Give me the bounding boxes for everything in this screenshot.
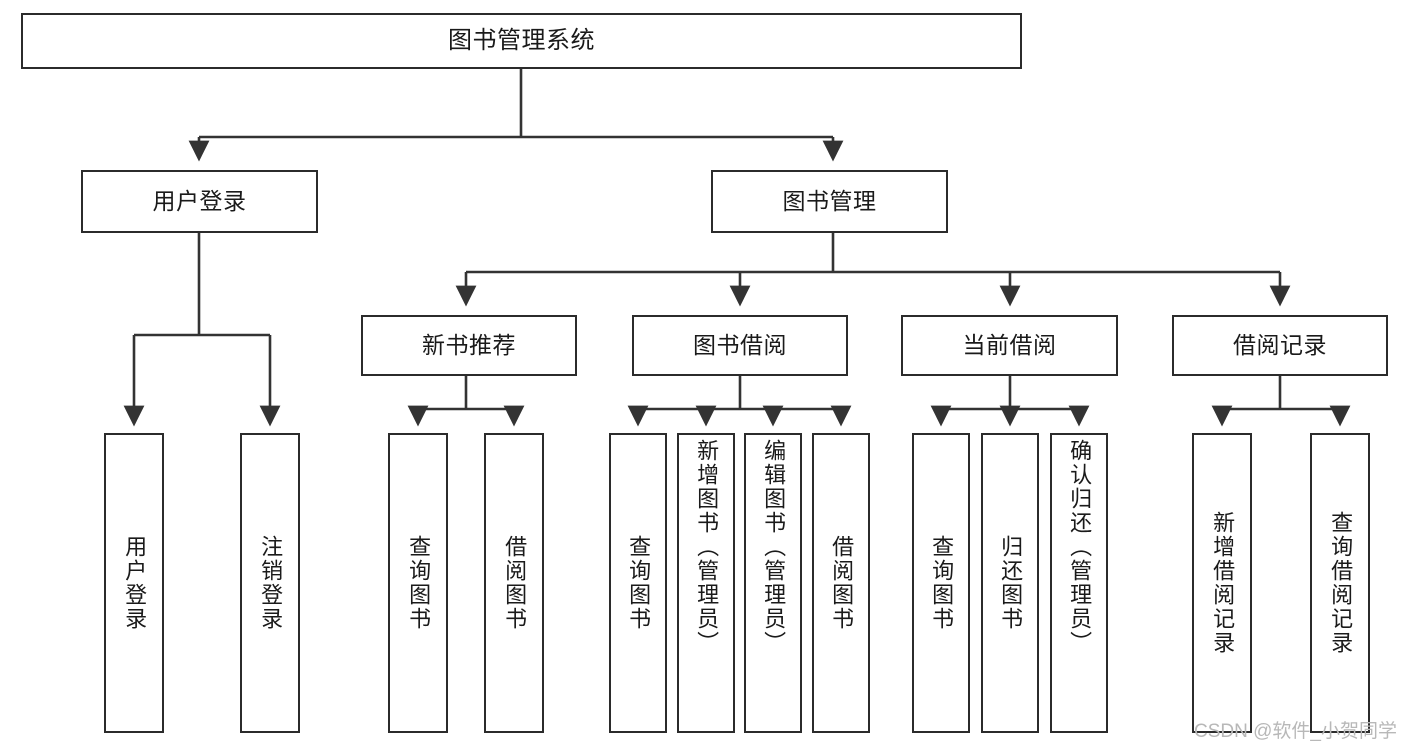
node-leaf-logout[interactable]: 注销登录 xyxy=(240,433,300,733)
node-leaf-record-add[interactable]: 新增借阅记录 xyxy=(1192,433,1252,733)
node-book-manage-label: 图书管理 xyxy=(782,187,877,214)
node-leaf-current-confirm-return-label: 确认归还（管理员） xyxy=(1067,439,1093,655)
leaf-inner: 查询图书 xyxy=(914,435,968,731)
leaf-inner: 新增图书（管理员） xyxy=(679,435,733,731)
node-book-borrow-label: 图书借阅 xyxy=(693,331,787,358)
node-leaf-borrow-query-book-label: 查询图书 xyxy=(626,535,652,631)
node-borrow-record-label: 借阅记录 xyxy=(1233,331,1327,358)
node-user-login[interactable]: 用户登录 xyxy=(81,170,318,233)
leaf-inner: 归还图书 xyxy=(983,435,1037,731)
node-leaf-record-add-label: 新增借阅记录 xyxy=(1210,511,1236,655)
leaf-inner: 确认归还（管理员） xyxy=(1052,435,1106,731)
node-leaf-record-query[interactable]: 查询借阅记录 xyxy=(1310,433,1370,733)
node-leaf-user-login[interactable]: 用户登录 xyxy=(104,433,164,733)
node-leaf-current-return-book-label: 归还图书 xyxy=(998,535,1024,631)
leaf-inner: 新增借阅记录 xyxy=(1194,435,1250,731)
node-leaf-record-query-label: 查询借阅记录 xyxy=(1328,511,1354,655)
node-leaf-borrow-edit-book[interactable]: 编辑图书（管理员） xyxy=(744,433,802,733)
node-book-borrow[interactable]: 图书借阅 xyxy=(632,315,848,376)
node-leaf-newbook-query-book[interactable]: 查询图书 xyxy=(388,433,448,733)
node-leaf-current-return-book[interactable]: 归还图书 xyxy=(981,433,1039,733)
node-current-borrow[interactable]: 当前借阅 xyxy=(901,315,1118,376)
node-leaf-borrow-query-book[interactable]: 查询图书 xyxy=(609,433,667,733)
node-leaf-current-query-book-label: 查询图书 xyxy=(929,535,955,631)
node-new-book-recommend-label: 新书推荐 xyxy=(422,331,516,358)
node-leaf-borrow-add-book-label: 新增图书（管理员） xyxy=(694,439,720,655)
node-book-manage[interactable]: 图书管理 xyxy=(711,170,948,233)
node-leaf-borrow-borrow-book-label: 借阅图书 xyxy=(829,535,855,631)
node-leaf-borrow-add-book[interactable]: 新增图书（管理员） xyxy=(677,433,735,733)
node-leaf-user-login-label: 用户登录 xyxy=(122,535,148,631)
node-borrow-record[interactable]: 借阅记录 xyxy=(1172,315,1388,376)
node-leaf-borrow-edit-book-label: 编辑图书（管理员） xyxy=(761,439,787,655)
node-leaf-newbook-query-book-label: 查询图书 xyxy=(406,535,432,631)
node-current-borrow-label: 当前借阅 xyxy=(962,331,1057,358)
leaf-inner: 借阅图书 xyxy=(486,435,542,731)
node-leaf-newbook-borrow-book[interactable]: 借阅图书 xyxy=(484,433,544,733)
leaf-inner: 用户登录 xyxy=(106,435,162,731)
leaf-inner: 查询图书 xyxy=(390,435,446,731)
node-leaf-borrow-borrow-book[interactable]: 借阅图书 xyxy=(812,433,870,733)
leaf-inner: 注销登录 xyxy=(242,435,298,731)
node-leaf-current-confirm-return[interactable]: 确认归还（管理员） xyxy=(1050,433,1108,733)
node-user-login-label: 用户登录 xyxy=(152,187,247,214)
leaf-inner: 查询借阅记录 xyxy=(1312,435,1368,731)
node-leaf-newbook-borrow-book-label: 借阅图书 xyxy=(502,535,528,631)
node-root-label: 图书管理系统 xyxy=(448,26,595,54)
node-root-system[interactable]: 图书管理系统 xyxy=(21,13,1022,69)
leaf-inner: 借阅图书 xyxy=(814,435,868,731)
leaf-inner: 编辑图书（管理员） xyxy=(746,435,800,731)
node-leaf-current-query-book[interactable]: 查询图书 xyxy=(912,433,970,733)
leaf-inner: 查询图书 xyxy=(611,435,665,731)
node-leaf-logout-label: 注销登录 xyxy=(258,535,284,631)
node-new-book-recommend[interactable]: 新书推荐 xyxy=(361,315,577,376)
